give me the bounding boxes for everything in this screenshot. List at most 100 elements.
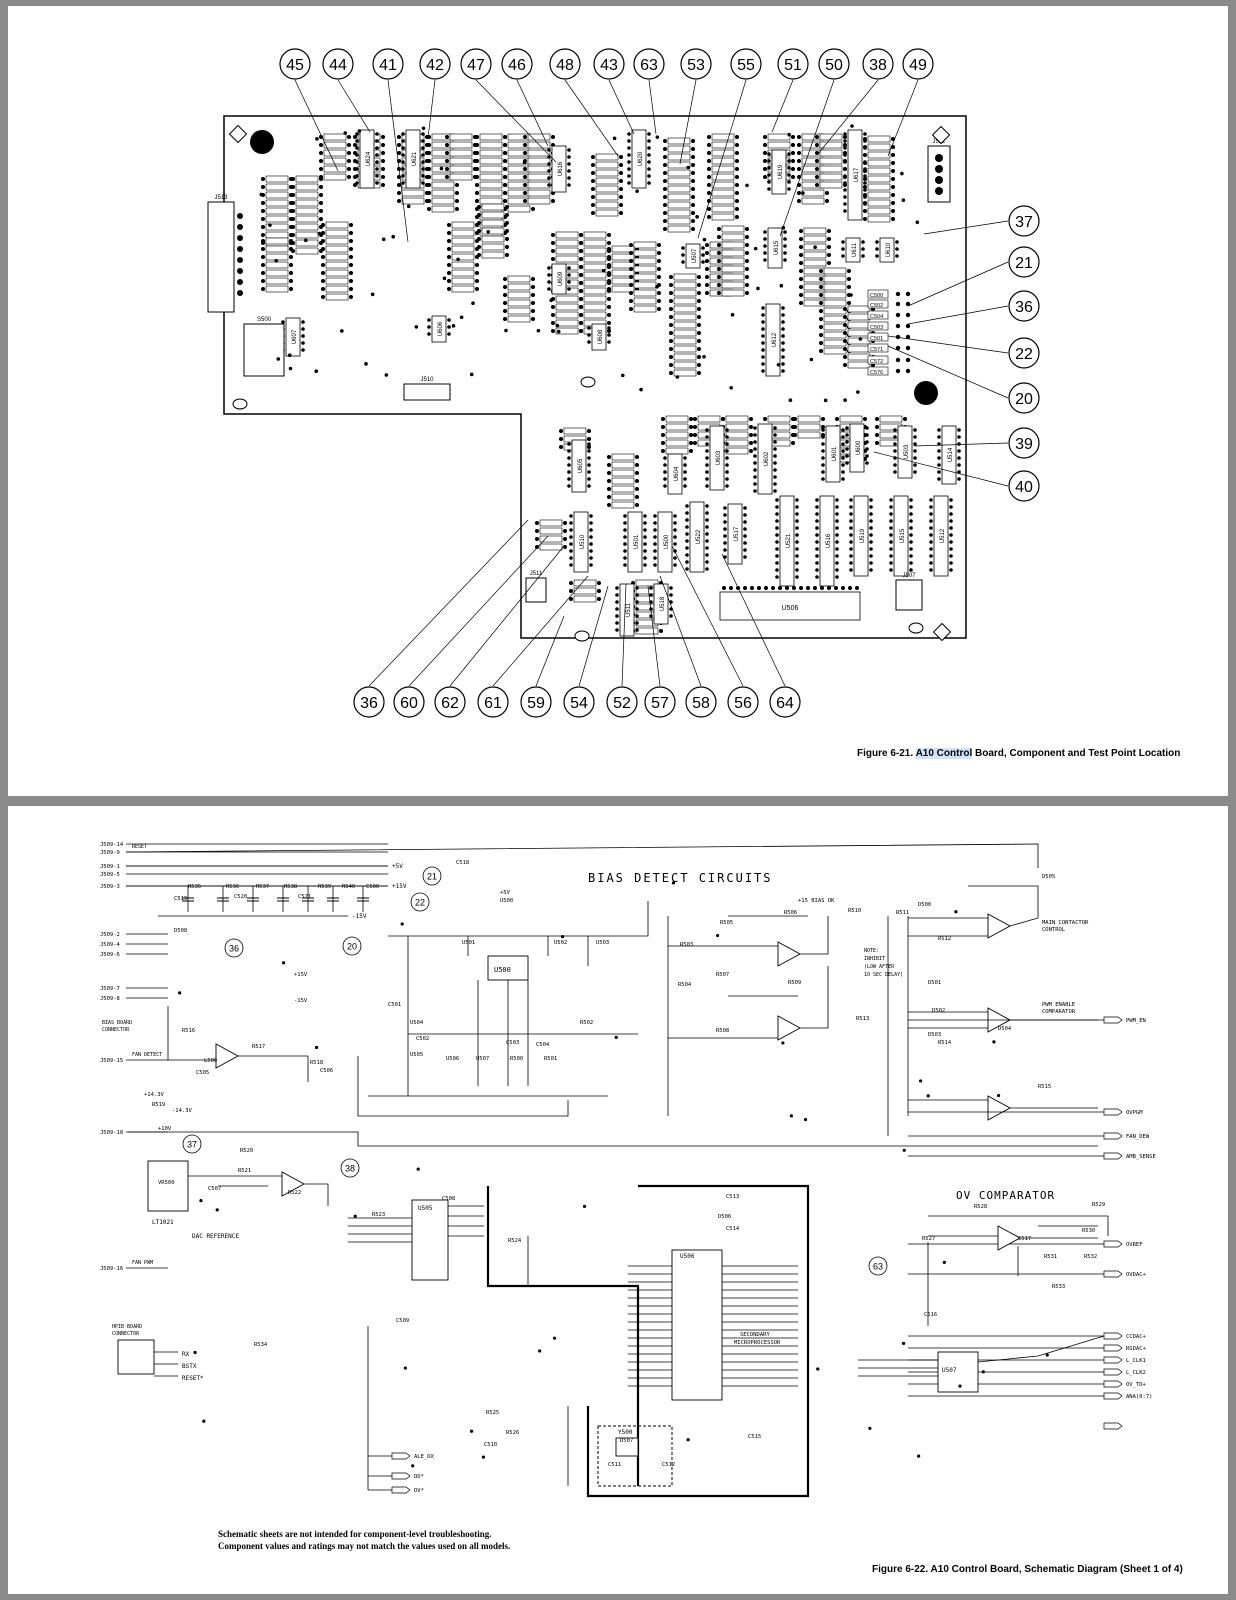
pad <box>319 135 323 139</box>
ic-pin <box>773 426 777 430</box>
callout-number: 63 <box>873 1262 883 1272</box>
connector-pin <box>237 268 243 274</box>
component-label: D508 <box>174 928 187 934</box>
pad <box>735 167 739 171</box>
ic-pin <box>843 132 847 136</box>
leader-line <box>621 583 627 687</box>
ic-pin <box>775 554 779 558</box>
wire <box>968 885 1039 927</box>
component-label: R505 <box>720 920 733 926</box>
ic-pin <box>773 440 777 444</box>
pad <box>635 487 639 491</box>
ic-pin <box>863 146 867 150</box>
wire <box>304 1183 329 1206</box>
junction-dot <box>193 1350 197 1355</box>
ic-pin <box>815 519 819 523</box>
ic-pin <box>705 484 709 488</box>
pad <box>261 233 265 237</box>
pad <box>607 233 611 237</box>
test-point-box <box>867 310 889 320</box>
pad <box>397 191 401 195</box>
ic-pin <box>569 556 573 560</box>
pad <box>535 521 539 525</box>
ic-pin <box>647 160 651 164</box>
component-label: R528 <box>974 1204 987 1210</box>
pad <box>657 307 661 311</box>
chip-label: U514 <box>948 447 954 462</box>
pad <box>791 143 795 147</box>
component-label: D503 <box>928 1032 941 1038</box>
pad <box>691 203 695 207</box>
ic-pin <box>761 362 765 366</box>
part-box <box>867 175 891 183</box>
pad <box>691 163 695 167</box>
part-box <box>697 415 721 423</box>
ic-pin <box>845 433 849 437</box>
ic-pin <box>773 454 777 458</box>
pad <box>891 161 895 165</box>
pad <box>289 287 293 291</box>
crystal-region <box>597 1425 673 1487</box>
via <box>370 292 375 297</box>
ic-pin <box>929 533 933 537</box>
ic-pin <box>795 512 799 516</box>
part-box <box>265 215 289 223</box>
ic-pin <box>587 326 591 330</box>
rail-label: +14.3V <box>144 1092 165 1098</box>
pad <box>891 217 895 221</box>
part-box <box>295 247 319 255</box>
component-label: C509 <box>396 1318 409 1324</box>
rail-label: +15 BIAS OK <box>798 898 835 904</box>
ic-pin <box>627 153 631 157</box>
chip-label: U611 <box>852 242 858 257</box>
ic-pin <box>913 470 917 474</box>
part-box <box>527 173 551 181</box>
chip-label: U516 <box>826 533 832 548</box>
ic-pin <box>835 547 839 551</box>
leader-line <box>647 585 661 687</box>
callout-circle <box>434 686 466 718</box>
ic-pin <box>447 318 451 322</box>
part-box <box>633 297 657 305</box>
pad <box>551 241 555 245</box>
part-box <box>265 175 289 183</box>
part-box <box>555 327 579 335</box>
pad <box>523 183 527 187</box>
rail-label: +10V <box>158 1126 172 1132</box>
ic-package <box>757 423 773 495</box>
ic-pin <box>587 484 591 488</box>
pad <box>447 231 451 235</box>
part-box <box>555 239 579 247</box>
pad <box>261 185 265 189</box>
ic-pin <box>663 484 667 488</box>
pad <box>505 213 509 217</box>
pad <box>447 255 451 259</box>
pad <box>261 255 265 259</box>
part-box <box>583 311 607 319</box>
pad <box>563 521 567 525</box>
pad <box>551 249 555 253</box>
ic-package <box>653 583 669 625</box>
component-label: C517 <box>1018 1236 1031 1242</box>
ic-pin <box>683 484 687 488</box>
ic-pin <box>775 540 779 544</box>
pad <box>689 417 693 421</box>
ic-pin <box>889 561 893 565</box>
ic-pin <box>705 511 709 515</box>
pad <box>349 239 353 243</box>
ic-pin <box>725 428 729 432</box>
part-box <box>767 133 791 141</box>
ic-pin <box>663 456 667 460</box>
ic-pin <box>567 470 571 474</box>
pad <box>347 135 351 139</box>
part-box <box>633 305 657 313</box>
part-box <box>479 197 503 205</box>
pad <box>821 417 825 421</box>
pad <box>707 191 711 195</box>
leader-line <box>679 79 697 165</box>
part-box <box>801 197 825 205</box>
pad <box>591 211 595 215</box>
pad <box>579 305 583 309</box>
callout-number: 49 <box>909 57 927 74</box>
